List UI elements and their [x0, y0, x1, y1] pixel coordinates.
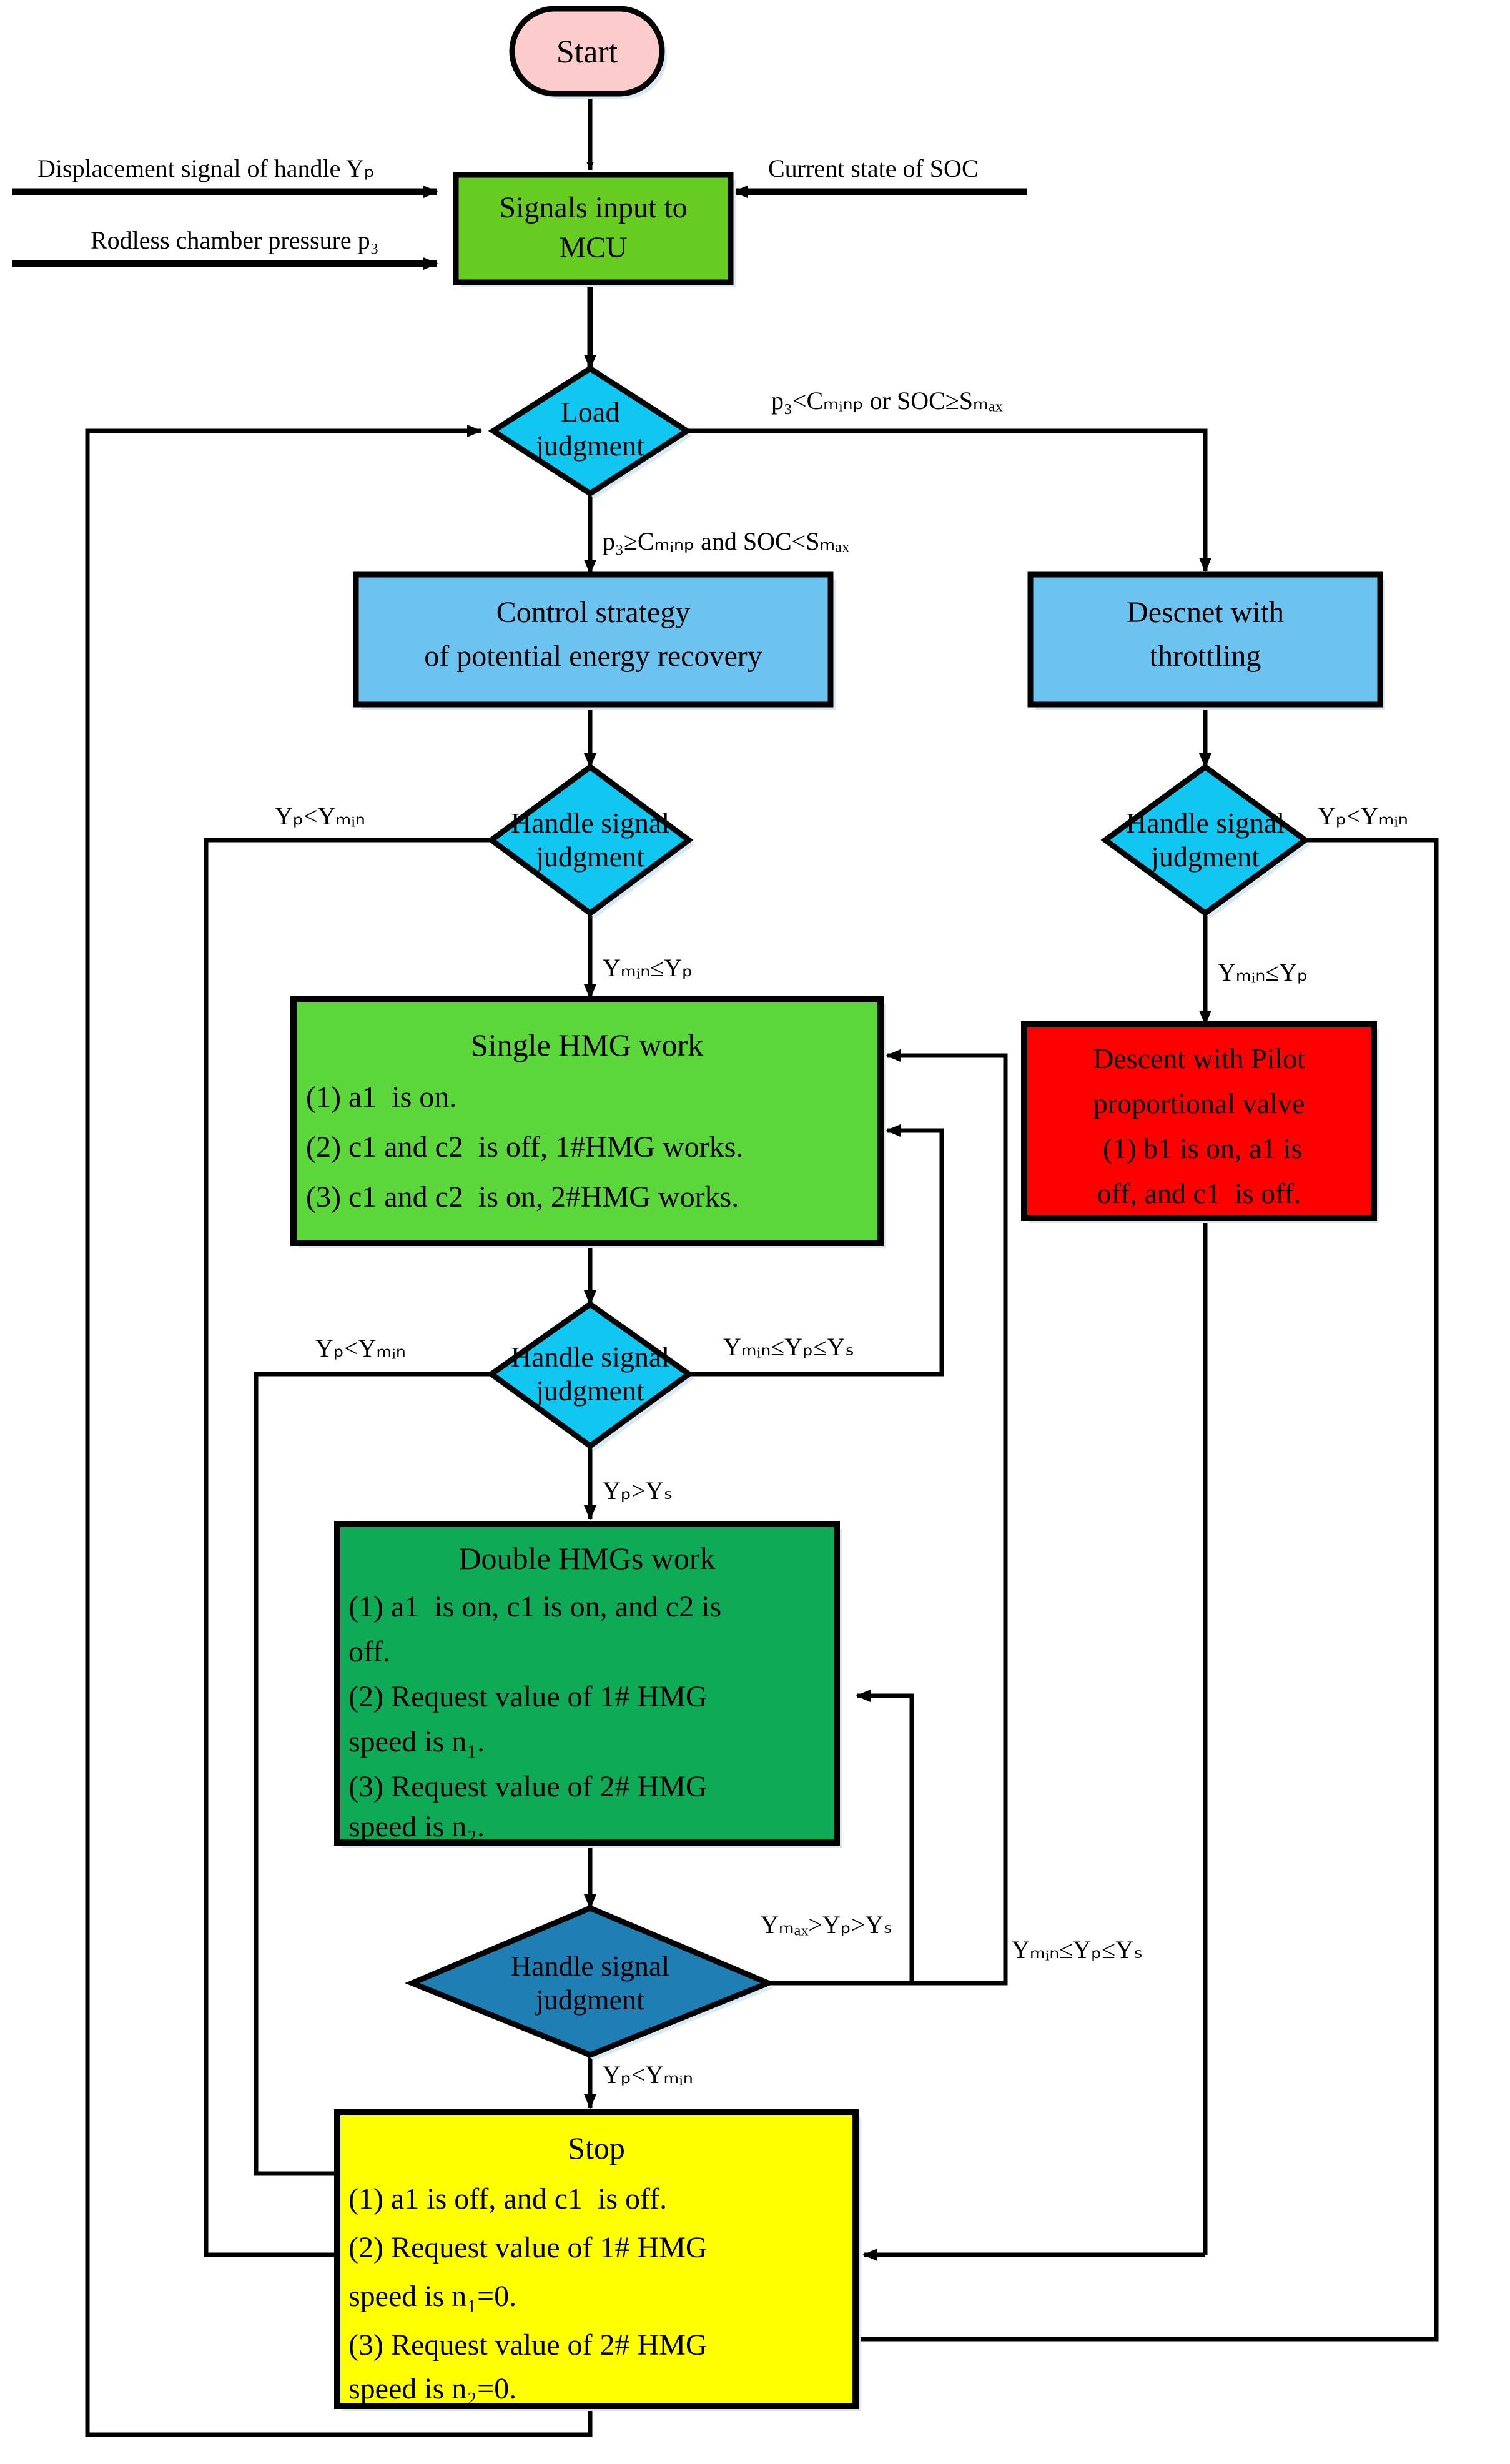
edge-handleR-yp-lt-ymin	[729, 838, 1439, 2345]
descent-throttling-line1: Descnet with	[1127, 596, 1284, 629]
node-descent-pilot-valve[interactable]: Descent with Pilot proportional valve (1…	[1021, 1021, 1379, 1223]
double-hmg-item-5: (3) Request value of 2# HMG	[348, 1770, 708, 1803]
handle-judgment-1-line1: Handle signal	[511, 807, 669, 839]
descent-pilot-line4: off, and c1 is off.	[1097, 1177, 1301, 1209]
stop-item-4: (3) Request value of 2# HMG	[348, 2328, 708, 2362]
node-load-judgment[interactable]: Load judgment	[488, 365, 693, 498]
descent-pilot-line2: proportional valve	[1093, 1087, 1305, 1119]
edge-label-load-true: p₃≥Cₘᵢₙₚ and SOC<Sₘₐₓ	[603, 527, 849, 555]
double-hmg-item-6: speed is n₂.	[348, 1810, 485, 1843]
control-strategy-line2: of potential energy recovery	[424, 640, 762, 673]
load-judgment-line2: judgment	[535, 430, 644, 462]
stop-item-3: speed is n₁=0.	[348, 2280, 516, 2313]
node-stop[interactable]: Stop (1) a1 is off, and c1 is off. (2) R…	[334, 2109, 861, 2411]
handle-judgment-right-line1: Handle signal	[1126, 807, 1285, 839]
stop-item-5: speed is n₂=0.	[348, 2372, 516, 2405]
node-signals-input-mcu[interactable]: Signals input to MCU	[453, 172, 736, 287]
double-hmg-title: Double HMGs work	[458, 1541, 715, 1576]
single-hmg-item-3: (3) c1 and c2 is on, 2#HMG works.	[306, 1180, 739, 1214]
start-label: Start	[556, 34, 618, 70]
edge-label-handle2-left: Yₚ<Yₘᵢₙ	[315, 1334, 406, 1362]
stop-item-1: (1) a1 is off, and c1 is off.	[348, 2182, 667, 2215]
input-label-handle-signal: Displacement signal of handle Yₚ	[37, 154, 375, 182]
edge-handle3-ymin-loop	[768, 1049, 1008, 1986]
edge-stop-to-load-feedback	[85, 425, 593, 2437]
double-hmg-item-1: (1) a1 is on, c1 is on, and c2 is	[348, 1590, 721, 1623]
node-handle-judgment-right[interactable]: Handle signal judgment	[1100, 763, 1310, 918]
edge-label-handle1-down: Yₘᵢₙ≤Yₚ	[603, 954, 693, 982]
edge-label-handle2-down: Yₚ>Yₛ	[603, 1477, 673, 1505]
single-hmg-item-1: (1) a1 is on.	[306, 1081, 456, 1114]
edge-handle2-loopback-singlehmg	[689, 1124, 944, 1377]
edge-load-false	[687, 428, 1211, 573]
edge-label-handle2-right: Yₘᵢₙ≤Yₚ≤Yₛ	[723, 1333, 854, 1361]
node-handle-judgment-1[interactable]: Handle signal judgment	[486, 763, 694, 918]
edge-label-handle3-down: Yₚ<Yₘᵢₙ	[603, 2061, 693, 2089]
double-hmg-item-4: speed is n₁.	[348, 1725, 485, 1758]
descent-throttling-line2: throttling	[1150, 640, 1261, 673]
node-single-hmg[interactable]: Single HMG work (1) a1 is on. (2) c1 and…	[290, 996, 886, 1248]
edge-label-handle3-ymin: Yₘᵢₙ≤Yₚ≤Yₛ	[1012, 1936, 1143, 1964]
input-label-rodless-pressure: Rodless chamber pressure p₃	[91, 226, 379, 254]
handle-judgment-2-line1: Handle signal	[511, 1341, 669, 1373]
node-handle-judgment-bottom[interactable]: Handle signal judgment	[405, 1905, 776, 2060]
edge-label-handleR-right: Yₚ<Yₘᵢₙ	[1318, 802, 1408, 830]
edge-label-handleR-down: Yₘᵢₙ≤Yₚ	[1218, 958, 1308, 986]
node-start[interactable]: Start	[509, 6, 667, 99]
node-handle-judgment-2[interactable]: Handle signal judgment	[486, 1300, 694, 1451]
mcu-line1: Signals input to	[499, 191, 687, 224]
descent-pilot-line3: (1) b1 is on, a1 is	[1096, 1132, 1303, 1164]
stop-title: Stop	[568, 2130, 625, 2165]
edge-label-handle1-left: Yₚ<Yₘᵢₙ	[275, 802, 365, 830]
node-double-hmg[interactable]: Double HMGs work (1) a1 is on, c1 is on,…	[334, 1521, 842, 1848]
node-control-strategy[interactable]: Control strategy of potential energy rec…	[353, 571, 836, 710]
mcu-line2: MCU	[559, 231, 627, 264]
double-hmg-item-3: (2) Request value of 1# HMG	[348, 1680, 708, 1713]
input-label-soc: Current state of SOC	[768, 154, 979, 182]
handle-judgment-1-line2: judgment	[535, 841, 644, 873]
handle-judgment-bottom-line2: judgment	[535, 1984, 644, 2016]
descent-pilot-line1: Descent with Pilot	[1093, 1042, 1305, 1074]
single-hmg-item-2: (2) c1 and c2 is off, 1#HMG works.	[306, 1131, 743, 1164]
edge-label-load-false: p₃<Cₘᵢₙₚ or SOC≥Sₘₐₓ	[771, 387, 1003, 415]
node-descent-throttling[interactable]: Descnet with throttling	[1027, 571, 1385, 710]
single-hmg-title: Single HMG work	[471, 1027, 703, 1062]
handle-judgment-bottom-line1: Handle signal	[511, 1950, 669, 1982]
control-strategy-line1: Control strategy	[496, 596, 691, 629]
double-hmg-item-2: off.	[348, 1635, 390, 1668]
handle-judgment-right-line2: judgment	[1150, 841, 1260, 873]
stop-item-2: (2) Request value of 1# HMG	[348, 2231, 708, 2264]
handle-judgment-2-line2: judgment	[535, 1375, 644, 1407]
edge-label-handle3-ymax: Yₘₐₓ>Yₚ>Yₛ	[761, 1911, 892, 1939]
load-judgment-line1: Load	[561, 396, 620, 428]
